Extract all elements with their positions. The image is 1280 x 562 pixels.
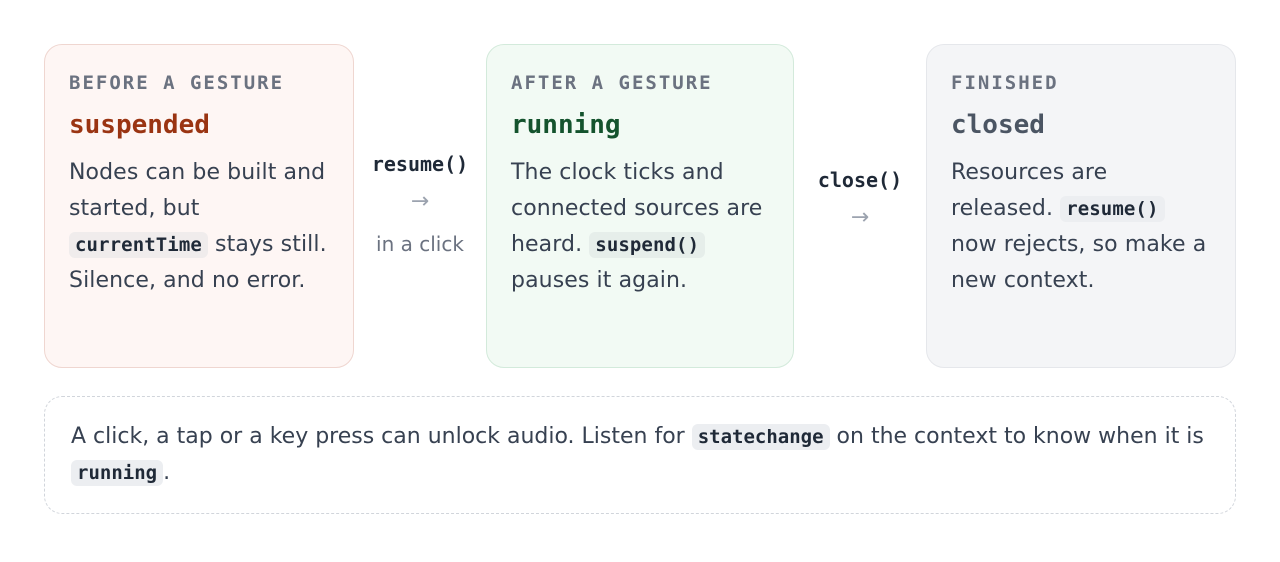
arrow-right-icon: → <box>850 205 870 230</box>
code-suspend: suspend() <box>589 232 706 258</box>
desc-text: now rejects, so make a new context. <box>951 232 1207 293</box>
desc-text: stays still. Silence, and no error. <box>69 232 327 293</box>
code-current-time: currentTime <box>69 232 208 258</box>
state-card-closed: FINISHED closed Resources are released. … <box>926 44 1236 368</box>
state-description: Nodes can be built and started, but curr… <box>69 155 329 299</box>
footer-note: A click, a tap or a key press can unlock… <box>44 396 1236 514</box>
note-text: A click, a tap or a key press can unlock… <box>71 424 692 449</box>
state-eyebrow: BEFORE A GESTURE <box>69 72 285 94</box>
state-description: The clock ticks and connected sources ar… <box>511 155 769 299</box>
state-card-suspended: BEFORE A GESTURE suspended Nodes can be … <box>44 44 354 368</box>
transition-method: close() <box>817 168 903 192</box>
state-card-running: AFTER A GESTURE running The clock ticks … <box>486 44 794 368</box>
desc-text: The clock ticks and connected sources ar… <box>511 160 763 257</box>
code-resume: resume() <box>1060 196 1165 222</box>
state-name: closed <box>951 110 1045 140</box>
transition-resume: resume() → in a click <box>360 150 480 258</box>
desc-text: pauses it again. <box>511 268 688 293</box>
state-eyebrow: AFTER A GESTURE <box>511 72 713 94</box>
state-eyebrow: FINISHED <box>951 72 1059 94</box>
state-description: Resources are released. resume() now rej… <box>951 155 1211 299</box>
state-name: running <box>511 110 621 140</box>
desc-text: Nodes can be built and started, but <box>69 160 326 221</box>
transition-method: resume() <box>371 152 469 176</box>
transition-close: close() → <box>800 166 920 232</box>
note-text: . <box>163 460 171 485</box>
transition-note: in a click <box>376 232 464 256</box>
desc-text: Resources are released. <box>951 160 1108 221</box>
code-running: running <box>71 460 164 486</box>
state-name: suspended <box>69 110 210 140</box>
arrow-right-icon: → <box>410 189 430 214</box>
note-text: on the context to know when it is <box>829 424 1204 449</box>
code-statechange: statechange <box>691 424 830 450</box>
